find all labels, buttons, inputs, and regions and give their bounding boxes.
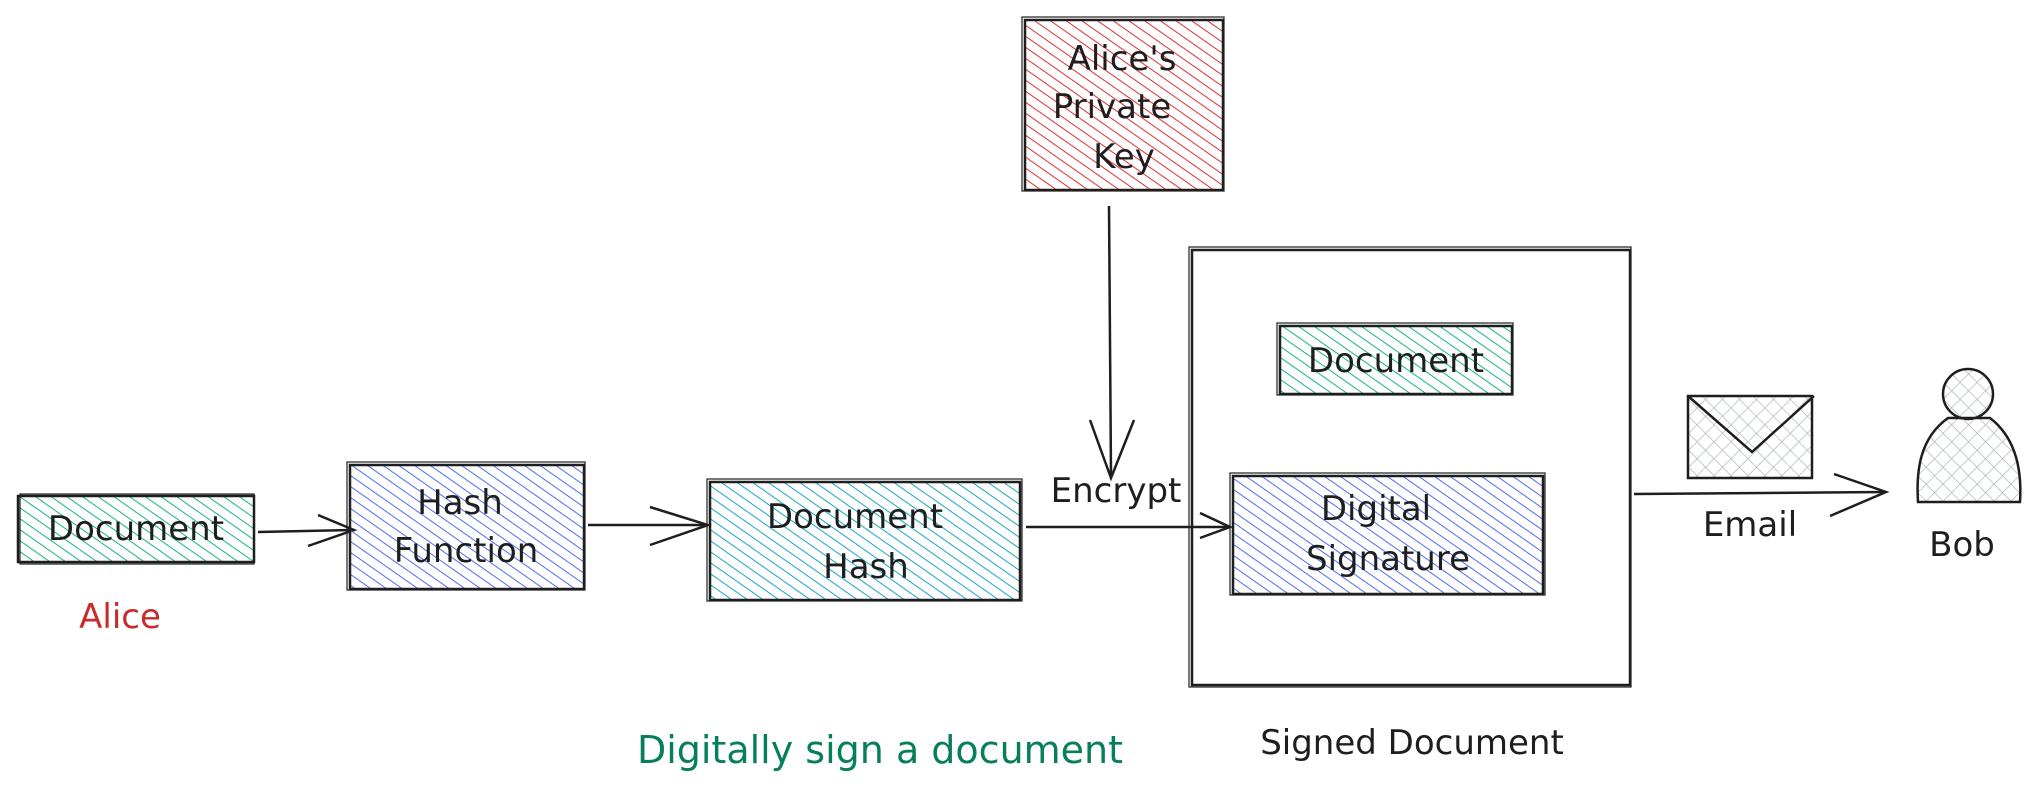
- signed-document-inner-document: Document: [1276, 322, 1514, 396]
- arrow-document-to-hash: [257, 513, 358, 548]
- inner-document-label: Document: [1308, 341, 1484, 381]
- digital-signature-line2: Signature: [1306, 539, 1470, 579]
- document-hash-line1: Document: [767, 497, 943, 537]
- signed-document-container: Document Digital Signature: [1188, 246, 1632, 688]
- arrow-hash-to-signature: [1026, 511, 1234, 540]
- private-key-node: Alice's Private Key: [1021, 16, 1225, 192]
- signed-document-caption: Signed Document: [1260, 723, 1564, 763]
- digital-signature-node: Digital Signature: [1229, 472, 1546, 596]
- alice-label: Alice: [79, 597, 161, 637]
- encrypt-label: Encrypt: [1051, 471, 1182, 511]
- document-node: Document: [16, 493, 256, 565]
- document-hash-node: Document Hash: [706, 478, 1023, 602]
- diagram-caption: Digitally sign a document: [637, 728, 1123, 772]
- digital-signature-line1: Digital: [1321, 489, 1431, 529]
- email-label: Email: [1703, 505, 1797, 545]
- hash-function-line1: Hash: [417, 483, 503, 523]
- hash-function-node: Hash Function: [346, 461, 586, 591]
- arrow-hash-to-document-hash: [588, 505, 713, 547]
- arrow-email-to-bob: [1633, 472, 1890, 518]
- hash-function-line2: Function: [394, 531, 539, 571]
- bob-label: Bob: [1929, 525, 1995, 565]
- envelope-icon: [1686, 394, 1815, 480]
- document-hash-line2: Hash: [823, 547, 909, 587]
- private-key-line3: Key: [1093, 137, 1155, 177]
- private-key-line2: Private: [1053, 87, 1172, 127]
- person-icon: [1916, 367, 2022, 504]
- arrow-key-down: [1088, 205, 1136, 482]
- private-key-line1: Alice's: [1068, 39, 1177, 79]
- document-label: Document: [48, 509, 224, 549]
